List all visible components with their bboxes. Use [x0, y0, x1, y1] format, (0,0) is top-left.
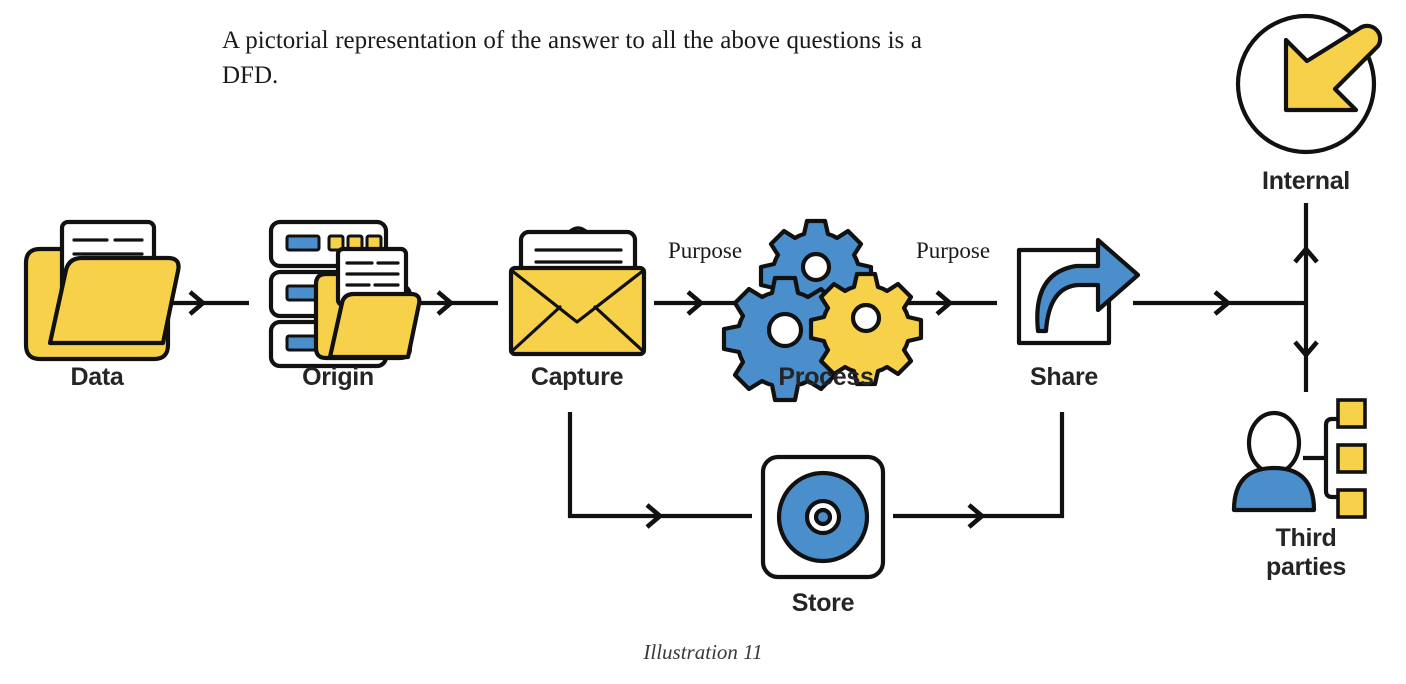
disc-storage-icon [760, 454, 886, 580]
edge-share-to-recipients [1133, 290, 1306, 316]
folder-document-icon [23, 219, 181, 362]
person-network-icon [1231, 398, 1367, 519]
intro-paragraph: A pictorial representation of the answer… [222, 27, 922, 89]
node-label-data: Data [70, 363, 124, 391]
circle-inward-arrow-icon [1235, 13, 1383, 155]
envelope-document-icon [508, 226, 647, 357]
edge-process-to-share [903, 290, 997, 316]
edge-store-to-share [893, 412, 1065, 529]
gears-icon [721, 218, 924, 403]
edge-label-purpose-capture-process: Purpose [667, 238, 743, 263]
node-label-store: Store [791, 589, 855, 617]
node-label-capture: Capture [530, 363, 624, 391]
figure-caption: Illustration 11 [643, 640, 763, 664]
edge-capture-to-store [567, 412, 752, 529]
page-share-arrow-icon [1016, 237, 1141, 346]
server-rack-folder-icon [268, 219, 422, 369]
edge-label-purpose-process-share: Purpose [915, 238, 991, 263]
edge-capture-to-process [654, 290, 748, 316]
node-label-origin: Origin [302, 363, 374, 391]
node-label-process: Process [778, 363, 874, 391]
node-label-share: Share [1030, 363, 1098, 391]
node-label-third-parties: Third parties [1266, 524, 1346, 581]
edge-recipient-bus [1293, 203, 1319, 392]
node-label-internal: Internal [1262, 167, 1350, 195]
